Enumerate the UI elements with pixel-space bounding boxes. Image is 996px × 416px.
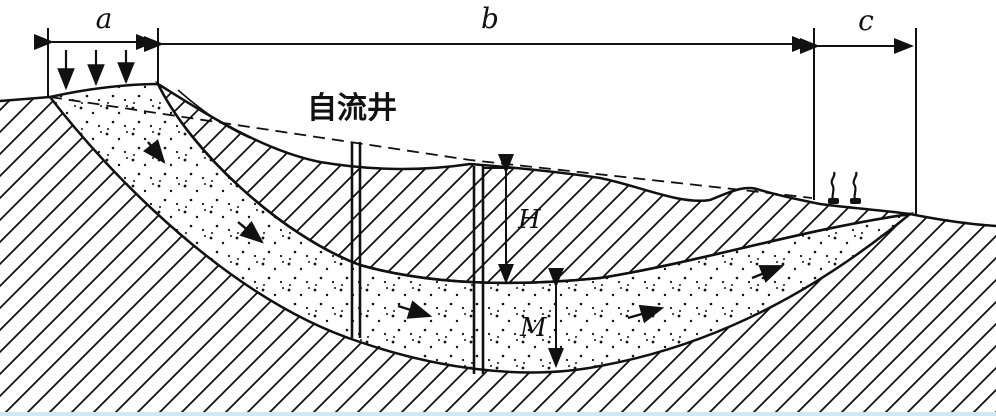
bottom-border <box>0 412 996 416</box>
well-label: 自流井 <box>307 91 397 126</box>
zone-c-label: c <box>858 4 874 37</box>
recharge-arrows <box>57 50 135 91</box>
artesian-well-left <box>350 142 362 338</box>
head-label: H <box>517 205 542 235</box>
thickness-label: M <box>519 313 548 343</box>
spring-icon <box>828 171 861 204</box>
flow-arrows <box>143 139 785 324</box>
confining-layer <box>154 80 911 285</box>
piezometric-line <box>49 96 813 199</box>
zone-a-label: a <box>96 2 113 35</box>
ground-surface-right <box>909 212 996 228</box>
head-dimension <box>484 154 514 284</box>
zone-dimension-lines <box>34 28 917 214</box>
artesian-well-right <box>472 166 485 374</box>
zone-b-label: b <box>481 2 499 35</box>
ground-surface-left <box>0 95 51 103</box>
